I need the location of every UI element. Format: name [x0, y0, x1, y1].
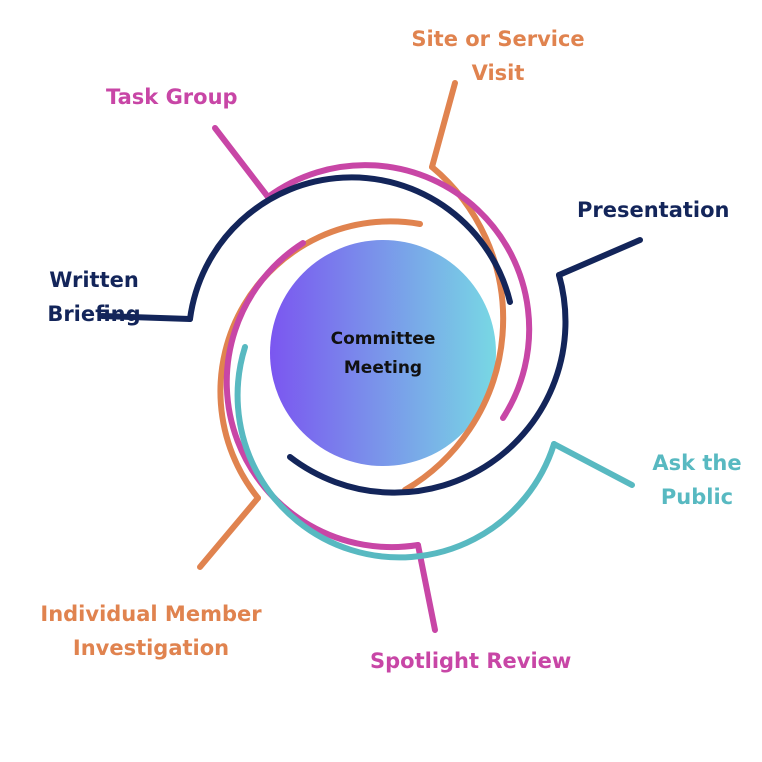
label-individual-member-line-1: Individual Member [40, 602, 262, 626]
label-task-group: Task Group [106, 80, 238, 114]
label-ask-public-line-1: Ask the [652, 451, 742, 475]
label-presentation: Presentation [577, 193, 730, 227]
label-spotlight-review-line-1: Spotlight Review [370, 649, 572, 673]
label-site-visit-line-2: Visit [471, 61, 525, 85]
label-site-visit: Site or Service Visit [386, 22, 610, 90]
leader-task-group [212, 125, 271, 200]
center-label-line-1: Committee [330, 329, 436, 349]
leader-presentation [556, 237, 643, 278]
arc-ask-public [234, 344, 557, 561]
label-site-visit-line-1: Site or Service [411, 27, 585, 51]
arc-spotlight-review [223, 240, 421, 551]
label-written-briefing: Written Briefing [34, 263, 154, 331]
label-task-group-line-1: Task Group [106, 85, 238, 109]
label-presentation-line-1: Presentation [577, 198, 730, 222]
label-individual-member: Individual Member Investigation [22, 597, 280, 665]
label-ask-public: Ask the Public [637, 446, 757, 514]
label-spotlight-review: Spotlight Review [370, 644, 571, 678]
leader-spotlight-review [415, 542, 438, 633]
arc-written-briefing [187, 174, 513, 322]
label-written-briefing-line-1: Written [49, 268, 139, 292]
leader-individual-member [197, 495, 261, 570]
leader-ask-public [551, 441, 635, 488]
label-individual-member-line-2: Investigation [72, 636, 230, 660]
leader-site-visit [429, 80, 458, 170]
arc-site-visit [402, 164, 507, 493]
leader-written-briefing [99, 313, 193, 322]
center-label-line-2: Meeting [343, 358, 423, 378]
center-circle [270, 240, 496, 466]
arc-task-group [265, 162, 533, 421]
label-ask-public-line-2: Public [660, 485, 734, 509]
center-label: Committee Meeting [283, 325, 483, 383]
arc-presentation [287, 272, 569, 496]
label-written-briefing-line-2: Briefing [47, 302, 141, 326]
